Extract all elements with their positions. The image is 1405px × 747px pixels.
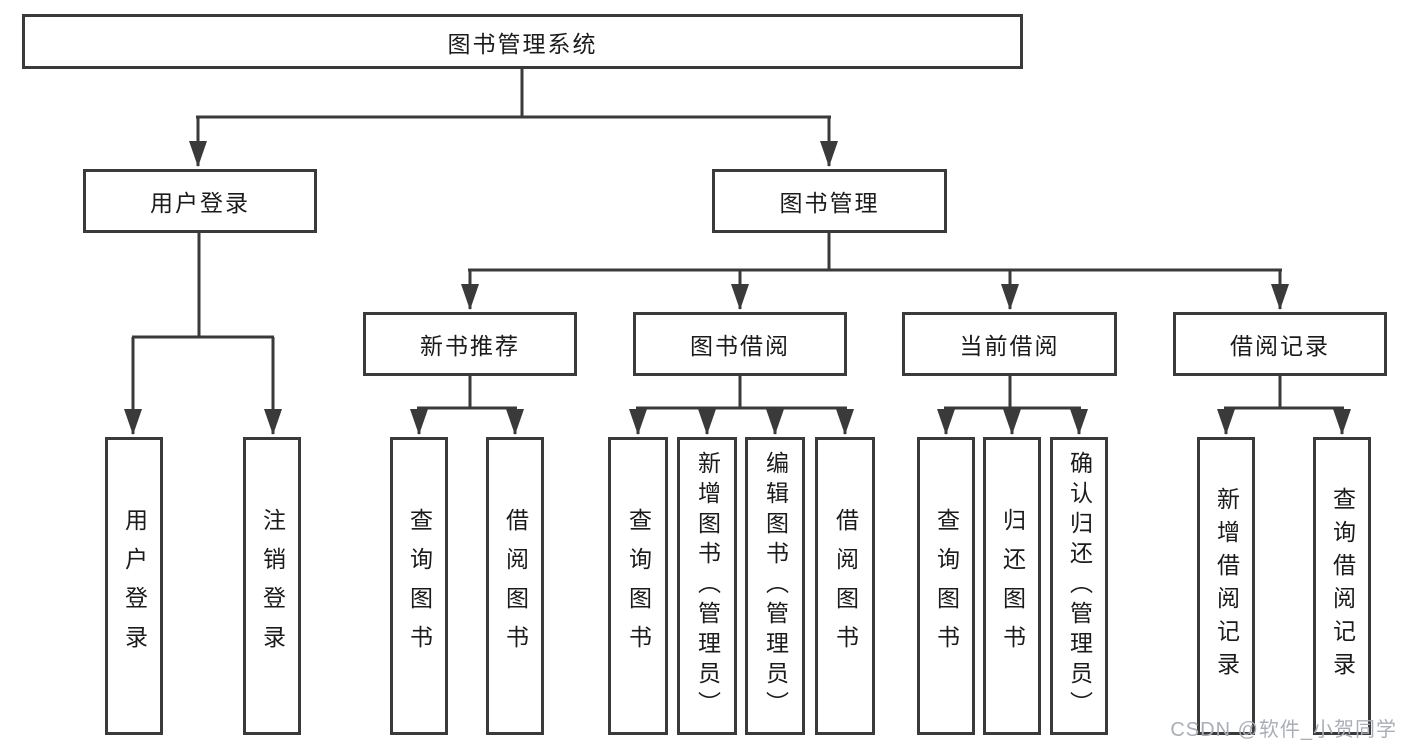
leaf-node-query-books: 查询图书 (390, 437, 448, 735)
leaf-node-return-books: 归还图书 (983, 437, 1041, 735)
leaf-label: 借阅图书 (502, 508, 529, 664)
node-borrowing-records: 借阅记录 (1173, 312, 1387, 376)
leaf-node-query-books: 查询图书 (917, 437, 975, 735)
leaf-node-user-login: 用户登录 (105, 437, 163, 735)
node-library-management-system: 图书管理系统 (22, 14, 1023, 69)
node-book-management: 图书管理 (712, 169, 947, 233)
leaf-label: 编辑图书（管理员） (762, 451, 789, 721)
leaf-label: 查询借阅记录 (1329, 487, 1356, 685)
node-label: 当前借阅 (959, 333, 1060, 359)
csdn-watermark: CSDN @软件_小贺同学 (1170, 719, 1397, 741)
leaf-label: 确认归还（管理员） (1066, 451, 1093, 721)
node-book-borrowing: 图书借阅 (633, 312, 847, 376)
leaf-node-add-borrow-record: 新增借阅记录 (1197, 437, 1255, 735)
leaf-label: 新增图书（管理员） (694, 451, 721, 721)
leaf-node-borrow-books: 借阅图书 (486, 437, 544, 735)
leaf-label: 借阅图书 (832, 508, 859, 664)
node-label: 图书借阅 (690, 333, 790, 359)
leaf-node-add-books-admin: 新增图书（管理员） (677, 437, 737, 735)
leaf-label: 查询图书 (933, 508, 960, 664)
node-label: 借阅记录 (1230, 333, 1330, 359)
node-current-borrowing: 当前借阅 (902, 312, 1117, 376)
node-user-login: 用户登录 (83, 169, 317, 233)
leaf-label: 新增借阅记录 (1213, 487, 1240, 685)
node-label: 新书推荐 (420, 333, 520, 359)
leaf-node-borrow-books: 借阅图书 (815, 437, 875, 735)
leaf-node-logout: 注销登录 (243, 437, 301, 735)
leaf-node-edit-books-admin: 编辑图书（管理员） (745, 437, 805, 735)
leaf-node-confirm-return-admin: 确认归还（管理员） (1050, 437, 1108, 735)
node-new-book-recommendation: 新书推荐 (363, 312, 577, 376)
node-label: 图书管理系统 (447, 30, 598, 57)
leaf-label: 注销登录 (259, 508, 286, 664)
node-label: 用户登录 (150, 190, 250, 216)
leaf-label: 用户登录 (121, 508, 148, 664)
node-label: 图书管理 (779, 190, 880, 216)
leaf-label: 归还图书 (999, 508, 1026, 664)
leaf-node-query-books: 查询图书 (608, 437, 668, 735)
leaf-node-query-borrow-record: 查询借阅记录 (1313, 437, 1371, 735)
leaf-label: 查询图书 (625, 508, 652, 664)
leaf-label: 查询图书 (406, 508, 433, 664)
